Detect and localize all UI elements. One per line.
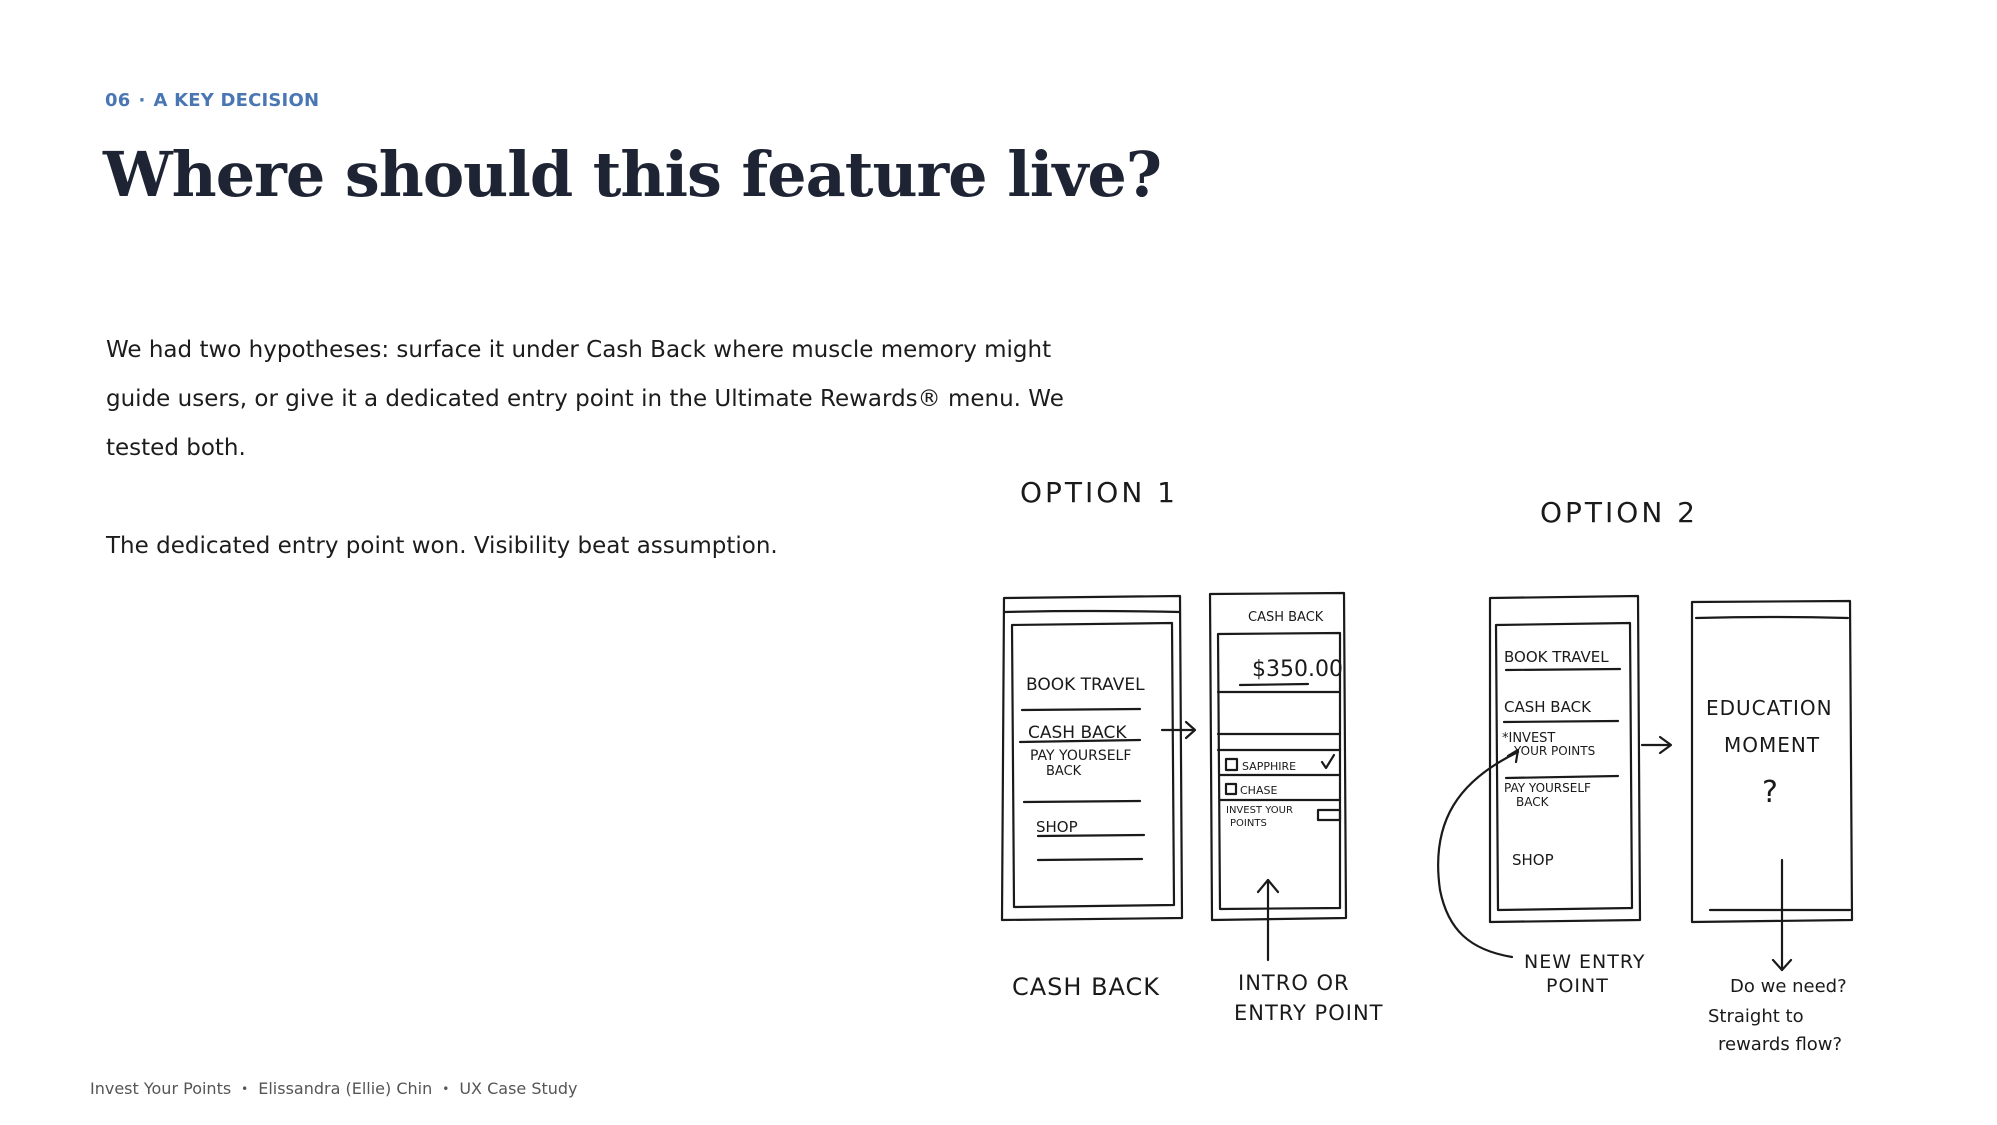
- s3-item-your-points: YOUR POINTS: [1513, 744, 1595, 758]
- body-paragraph-hypotheses: We had two hypotheses: surface it under …: [106, 337, 1064, 461]
- sketch-screen-new-entry: [1437, 594, 1673, 959]
- page-title: Where should this feature live?: [103, 138, 1162, 211]
- s2-row-invest: INVEST YOUR: [1226, 805, 1293, 816]
- s2-header: CASH BACK: [1248, 610, 1324, 625]
- s1-caption: CASH BACK: [1012, 973, 1160, 1001]
- footer-separator: •: [442, 1082, 450, 1096]
- footer-author: Elissandra (Ellie) Chin: [258, 1079, 433, 1098]
- s4-question-mark: ?: [1762, 775, 1778, 810]
- s3-item-back: BACK: [1516, 795, 1550, 809]
- body-paragraph-result: The dedicated entry point won. Visibilit…: [106, 533, 778, 559]
- s3-item-invest: *INVEST: [1502, 731, 1555, 746]
- s4-caption-line3: rewards flow?: [1718, 1034, 1842, 1055]
- s2-row-sapphire: SAPPHIRE: [1242, 760, 1296, 773]
- s3-item-shop: SHOP: [1512, 851, 1554, 869]
- s2-row-chase: CHASE: [1240, 784, 1277, 797]
- s3-item-pay-yourself: PAY YOURSELF: [1504, 781, 1591, 795]
- sketch-screen-education: [1690, 599, 1854, 972]
- s1-item-pay-yourself: PAY YOURSELF: [1030, 748, 1131, 764]
- section-label: A KEY DECISION: [153, 90, 320, 111]
- section-eyebrow: 06 · A KEY DECISION: [105, 90, 319, 111]
- footer-type: UX Case Study: [459, 1079, 578, 1098]
- s1-item-book-travel: BOOK TRAVEL: [1026, 675, 1145, 695]
- s4-line-education: EDUCATION: [1706, 696, 1833, 720]
- s4-caption-line2: Straight to: [1708, 1006, 1804, 1027]
- s4-line-moment: MOMENT: [1724, 733, 1820, 757]
- s1-item-shop: SHOP: [1036, 818, 1078, 836]
- s1-item-back: BACK: [1046, 764, 1082, 779]
- option-2-label: OPTION 2: [1540, 496, 1698, 529]
- s3-caption-line2: POINT: [1546, 975, 1609, 997]
- wireframe-sketch: OPTION 1 OPTION 2 BOOK TRAVEL CASH BACK …: [1000, 476, 1854, 1055]
- section-number: 06: [105, 90, 131, 111]
- body-text: We had two hypotheses: surface it under …: [106, 326, 1066, 571]
- s1-item-cash-back: CASH BACK: [1028, 723, 1127, 743]
- s3-caption-line1: NEW ENTRY: [1524, 951, 1645, 973]
- footer-project: Invest Your Points: [90, 1079, 232, 1098]
- s4-caption-line1: Do we need?: [1730, 976, 1847, 997]
- sketch-screen-cash-back: [1000, 594, 1197, 922]
- s2-caption-line1: INTRO OR: [1238, 971, 1350, 995]
- s2-row-points: POINTS: [1230, 818, 1267, 829]
- option-1-label: OPTION 1: [1020, 476, 1178, 509]
- s2-amount: $350.00: [1252, 657, 1343, 682]
- sketch-screen-cash-back-detail: [1208, 591, 1348, 962]
- eyebrow-separator: ·: [138, 90, 146, 111]
- s2-caption-line2: ENTRY POINT: [1234, 1001, 1383, 1025]
- s3-item-cash-back: CASH BACK: [1504, 698, 1592, 716]
- s3-item-book-travel: BOOK TRAVEL: [1504, 648, 1609, 666]
- footer: Invest Your Points • Elissandra (Ellie) Ch…: [90, 1079, 578, 1098]
- footer-separator: •: [241, 1082, 249, 1096]
